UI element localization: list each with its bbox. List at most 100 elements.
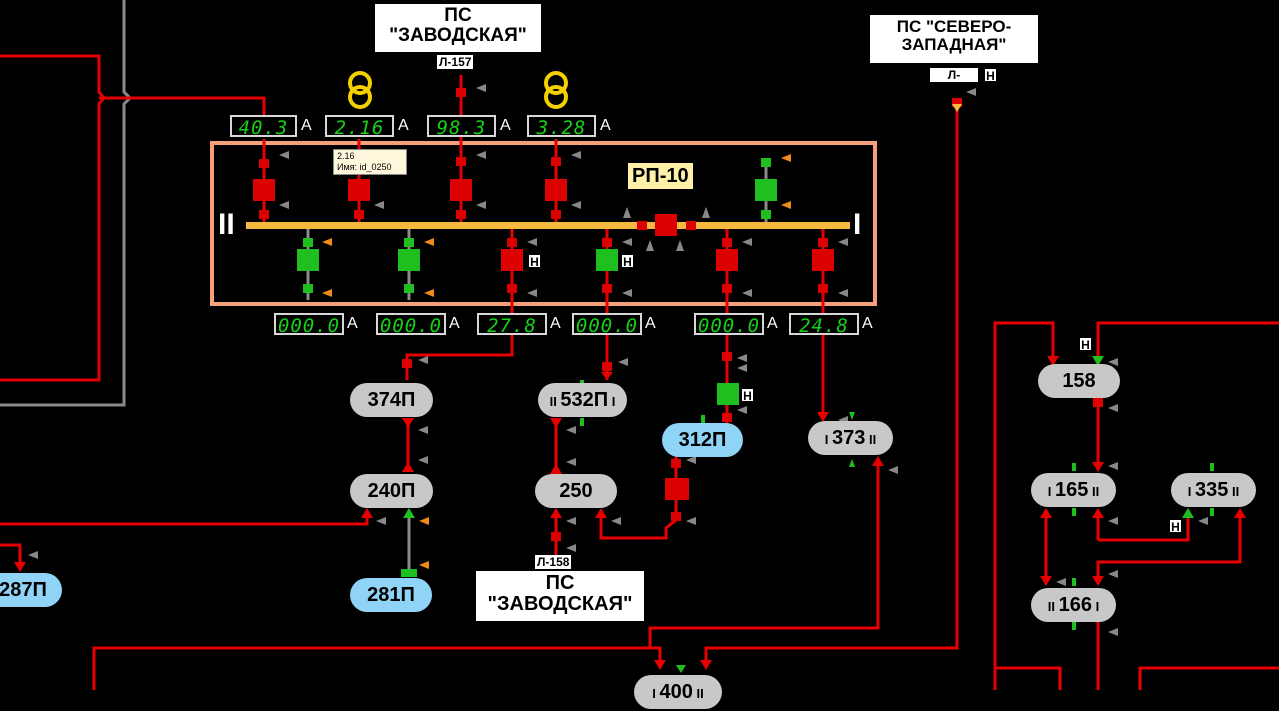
tick-icon: II [1047, 599, 1059, 614]
node-label: 335 [1195, 479, 1229, 501]
unit-label: А [645, 315, 656, 332]
feeder-top-3[interactable] [450, 75, 486, 222]
substation-zavodskaya-top[interactable]: ПС "ЗАВОДСКАЯ" [375, 4, 541, 52]
feeder-top-1[interactable] [253, 139, 289, 222]
node-240p[interactable]: 240П [350, 474, 433, 508]
switch-312[interactable] [665, 478, 689, 500]
tick-icon: II [1088, 484, 1100, 499]
line-feeder3-374 [405, 336, 514, 380]
feeder-out-1-off[interactable] [297, 229, 332, 300]
ammeter-bottom-1: 000.0 [274, 313, 344, 337]
switch-small[interactable] [602, 362, 612, 371]
line-tag-l158: Л-158 [535, 555, 572, 569]
feeder-top-4[interactable] [545, 139, 581, 222]
switch-312-green[interactable] [717, 383, 739, 405]
node-312p[interactable]: 312П [662, 423, 743, 457]
unit-label: А [301, 117, 312, 134]
tick-icon: I [652, 686, 660, 701]
h-marker: Н [1079, 337, 1092, 352]
unit-label: А [449, 315, 460, 332]
ammeter-bottom-2: 000.0 [376, 313, 446, 337]
node-label: 165 [1055, 479, 1089, 501]
feeder-top-5-off[interactable] [755, 154, 791, 222]
substation-title: ПС [444, 5, 472, 26]
node-158[interactable]: 158 [1038, 364, 1120, 398]
transformer-icon-2 [544, 71, 568, 109]
node-250[interactable]: 250 [535, 474, 617, 508]
tick-icon: II [692, 686, 704, 701]
unit-label: А [500, 117, 511, 134]
substation-name: "ЗАВОДСКАЯ" [389, 24, 527, 46]
switch-small[interactable] [402, 359, 412, 368]
transformer-icon-1 [348, 71, 372, 109]
tick-icon: II [549, 394, 561, 409]
section-switch[interactable] [623, 207, 710, 251]
ammeter-bottom-6: 24.8 [789, 313, 859, 337]
h-marker: Н [741, 388, 754, 403]
ammeter-top-1: 40.3 [230, 115, 297, 139]
node-335[interactable]: I 335 II [1171, 473, 1256, 507]
line-tag-l: Л- [930, 68, 978, 82]
switch-small[interactable] [671, 512, 681, 521]
tooltip: 2.16 Имя: id_0250 [333, 149, 407, 175]
ammeter-top-4: 3.28 [527, 115, 596, 139]
node-287p[interactable]: 287П [0, 573, 62, 607]
ammeter-bottom-3: 27.8 [477, 313, 547, 337]
substation-title: ПС [545, 572, 575, 594]
rp10-frame [210, 141, 877, 306]
line-335-166 [1096, 518, 1242, 582]
substation-severo-zapadnaya[interactable]: ПС "СЕВЕРО- ЗАПАДНАЯ" [870, 15, 1038, 63]
feeder-out-4[interactable] [596, 229, 632, 380]
tick-icon: II [1228, 484, 1240, 499]
unit-label: А [347, 315, 358, 332]
unit-label: А [398, 117, 409, 134]
substation-name: ЗАПАДНАЯ" [901, 34, 1007, 54]
red-line-left-outer [0, 54, 106, 382]
node-373[interactable]: I 373 II [808, 421, 893, 455]
rp10-label[interactable]: РП-10 [628, 163, 693, 189]
line-165-335 [1098, 518, 1190, 542]
ammeter-top-2: 2.16 [325, 115, 394, 139]
line-left-240 [0, 512, 369, 526]
node-281p[interactable]: 281П [350, 578, 432, 612]
h-marker: Н [528, 254, 541, 269]
node-400[interactable]: I 400 II [634, 675, 722, 709]
line-right-top [1096, 321, 1279, 358]
unit-label: А [767, 315, 778, 332]
switch-small[interactable] [671, 459, 681, 468]
node-label: 166 [1058, 594, 1092, 616]
feeder-out-2-off[interactable] [398, 229, 434, 300]
ammeter-bottom-4: 000.0 [572, 313, 642, 337]
node-166[interactable]: II 166 I [1031, 588, 1116, 622]
node-label: 532П [560, 389, 609, 411]
substation-title: ПС "СЕВЕРО- [896, 17, 1012, 36]
scheme-diagram [0, 0, 1279, 690]
node-532p[interactable]: II 532П I [538, 383, 627, 417]
line-severo [704, 98, 959, 660]
node-374p[interactable]: 374П [350, 383, 433, 417]
h-marker: Н [984, 68, 997, 83]
feeder-out-5[interactable] [716, 229, 752, 372]
line-287 [0, 543, 22, 568]
h-marker: Н [1169, 519, 1182, 534]
tick-icon: I [1091, 599, 1100, 614]
line-373-bottom [648, 458, 880, 648]
substation-zavodskaya-bottom[interactable]: ПС "ЗАВОДСКАЯ" [476, 571, 644, 621]
switch-small[interactable] [722, 352, 732, 361]
node-label: 400 [659, 681, 693, 703]
switch-small[interactable] [551, 532, 561, 541]
unit-label: А [550, 315, 561, 332]
node-165[interactable]: I 165 II [1031, 473, 1116, 507]
red-line-to-feeder1 [99, 96, 266, 118]
tooltip-name: Имя: id_0250 [337, 162, 392, 172]
bus-section-i: I [853, 208, 862, 241]
switch-small[interactable] [952, 98, 962, 107]
substation-name: "ЗАВОДСКАЯ" [487, 593, 633, 615]
tick-icon: I [1047, 484, 1055, 499]
line-tag-l157: Л-157 [437, 55, 474, 69]
bus-section-ii: II [218, 208, 235, 241]
ammeter-bottom-5: 000.0 [694, 313, 764, 337]
line-250-312 [599, 455, 678, 540]
tick-icon: II [865, 432, 877, 447]
tick-icon: I [608, 394, 616, 409]
